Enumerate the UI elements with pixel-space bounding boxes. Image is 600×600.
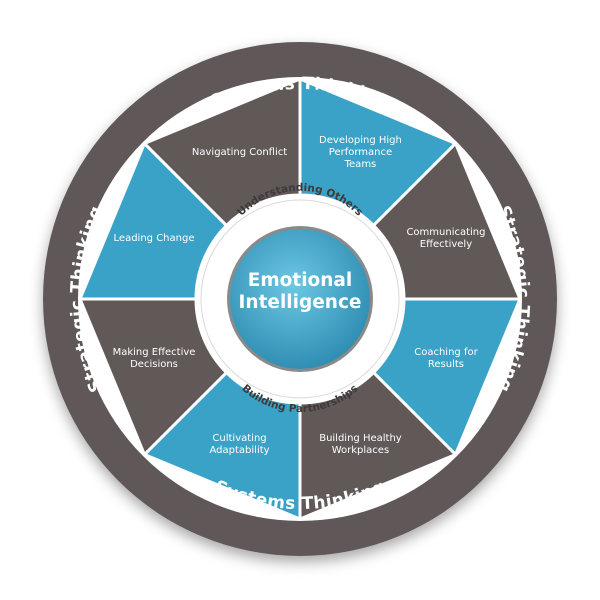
segment-label: Making Effective Decisions: [112, 347, 196, 371]
segment-label: Coaching for Results: [414, 347, 478, 371]
segment-label: Developing High Performance Teams: [319, 135, 402, 171]
segment-label: Leading Change: [113, 232, 195, 244]
segment-label: Navigating Conflict: [191, 147, 288, 159]
segment-8: [142, 77, 302, 227]
center-title-line1: Emotional: [247, 270, 353, 291]
segment-label: Cultivating Adaptability: [209, 432, 270, 456]
center-title-line2: Intelligence: [238, 292, 362, 313]
segments-group: [78, 77, 522, 521]
center-circle: [230, 229, 370, 369]
inner-band-outline: [200, 199, 400, 399]
segment-label: Communicating Effectively: [406, 226, 486, 250]
center-title: Emotional Intelligence: [220, 270, 380, 314]
segment-label: Building Healthy Workplaces: [319, 432, 402, 456]
